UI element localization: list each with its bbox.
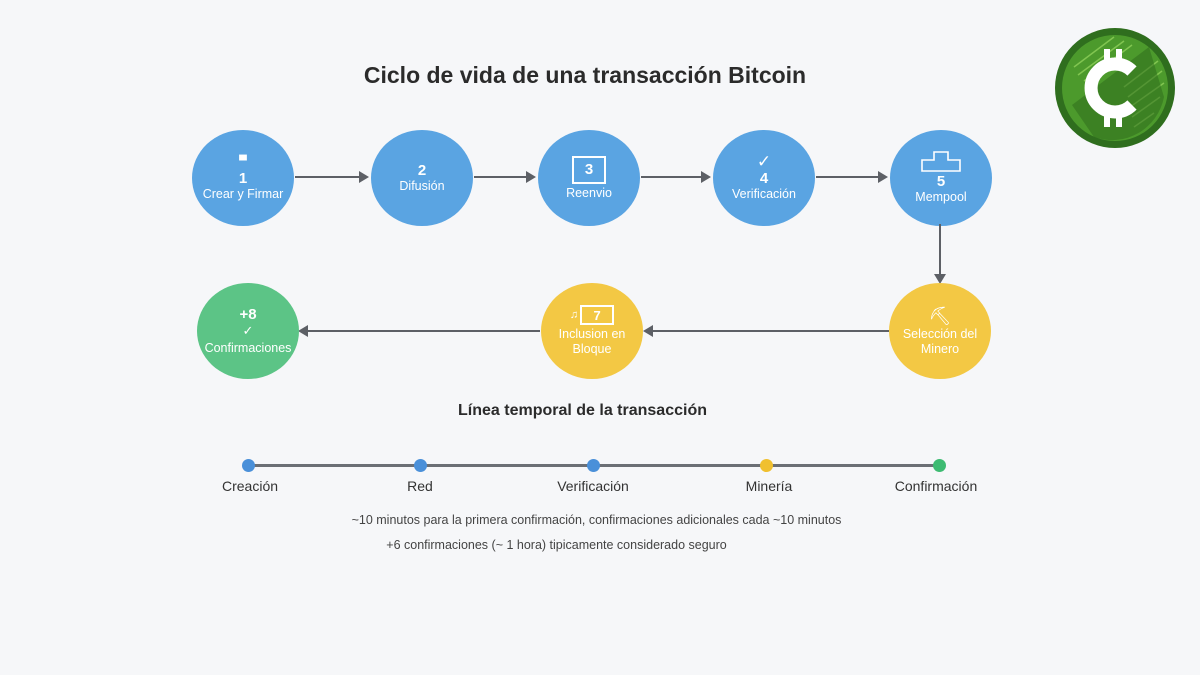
arrow-4-5 [816,171,888,183]
step-4-node: ✓ 4 Verificación [713,130,815,226]
timeline-label: Red [407,478,433,494]
step-number: 4 [759,170,769,187]
step-label: Inclusion en Bloque [558,327,626,356]
pickaxe-icon: ⛏ [928,306,952,326]
step-number: 2 [417,162,427,179]
block-icon: ♫ 7 [570,305,615,325]
timeline-dot-confirmacion [933,459,946,472]
step-label: Selección del Minero [902,327,978,356]
pool-icon [921,151,961,172]
timeline-label: Creación [221,478,279,494]
timeline-label: Verificación [557,478,629,494]
document-icon: ▝▘ [235,156,251,167]
step-number: 1 [238,170,248,187]
timeline-title: Línea temporal de la transacción [458,402,707,419]
step-label: Mempool [915,190,967,204]
arrow-3-4 [641,171,711,183]
step-number: 5 [936,173,946,190]
step-5-node: 5 Mempool [890,130,992,226]
check-icon: ✓ [756,152,772,171]
step-8-node: +8 ✓ Confirmaciones [197,283,299,379]
timeline-dot-mineria [760,459,773,472]
timeline-dot-red [414,459,427,472]
diagram-title: Ciclo de vida de una transacción Bitcoin [363,62,807,88]
step-label: Crear y Firmar [202,187,284,201]
step-6-node: ⛏ Selección del Minero [889,283,991,379]
step-label: Verificación [732,187,796,201]
arrow-7-8 [298,325,540,337]
step-label: Reenvio [566,185,612,200]
step-3-node: 3 Reenvio [538,130,640,226]
step-label: Confirmaciones [204,341,292,355]
step-1-node: ▝▘ 1 Crear y Firmar [192,130,294,226]
timeline-note-1: ~10 minutos para la primera confirmación… [351,513,842,527]
bitcoin-logo-icon [1055,28,1175,148]
step-number: +8 [239,306,257,323]
confirm-icon: ✓ [242,323,254,338]
step-2-node: 2 Difusión [371,130,473,226]
timeline-dot-verificacion [587,459,600,472]
arrow-2-3 [474,171,536,183]
timeline-dot-creacion [242,459,255,472]
timeline-note-2: +6 confirmaciones (~ 1 hora) tipicamente… [386,538,727,552]
timeline-label: Minería [745,478,793,494]
timeline-label: Confirmación [894,478,978,494]
arrow-1-2 [295,171,369,183]
step-label: Difusión [399,179,445,193]
arrow-5-6 [934,224,946,284]
step-7-node: ♫ 7 Inclusion en Bloque [541,283,643,379]
box-icon: 3 [572,155,606,184]
arrow-6-7 [643,325,889,337]
